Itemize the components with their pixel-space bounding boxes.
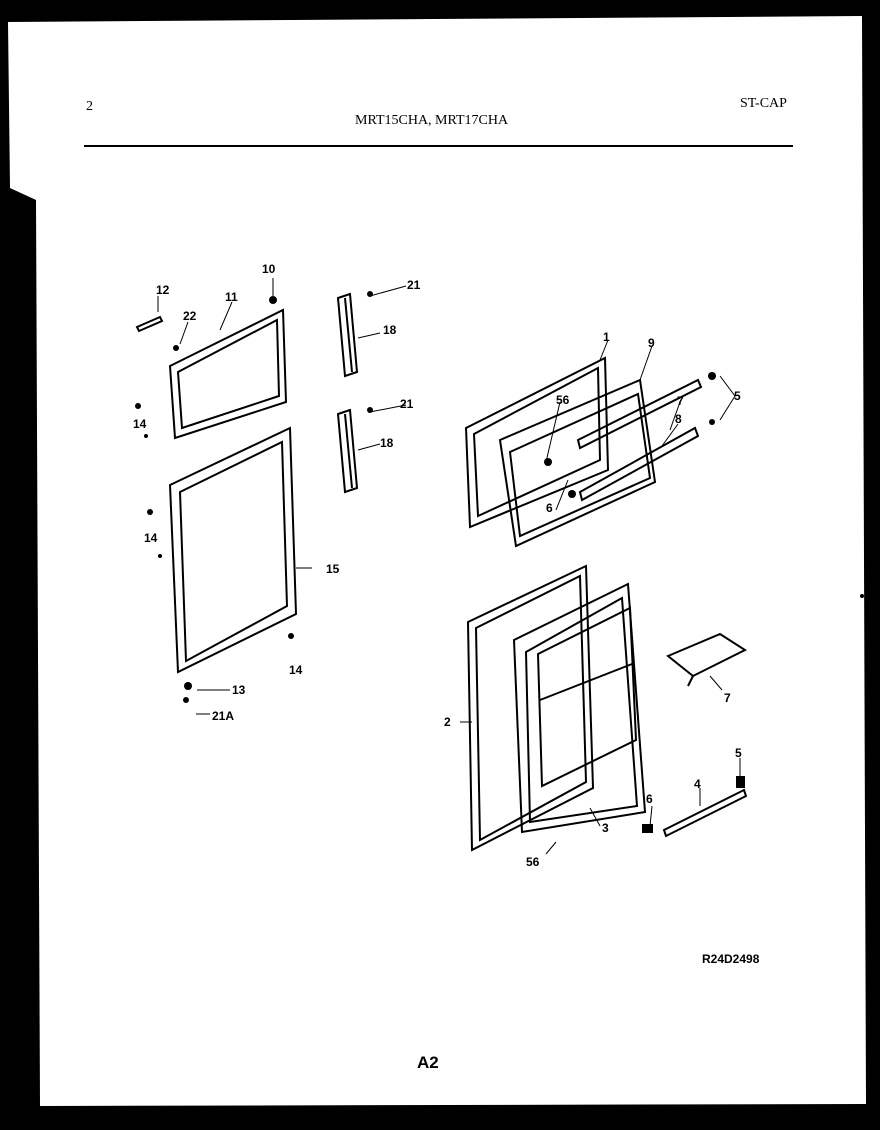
callout-4: 4 [694, 777, 701, 791]
diagram-reference: R24D2498 [702, 952, 760, 966]
handle-pin [135, 315, 164, 333]
callout-13: 13 [232, 683, 246, 697]
callout-1: 1 [603, 330, 610, 344]
callout-2: 2 [444, 715, 451, 729]
callout-5-top: 5 [734, 389, 741, 403]
callout-7-bot: 7 [724, 691, 731, 705]
callout-14-c: 14 [289, 663, 303, 677]
freezer-shelf-rail-bottom [578, 426, 700, 502]
callout-6-top: 6 [546, 501, 553, 515]
callout-9: 9 [648, 336, 655, 350]
section-code: ST-CAP [740, 96, 787, 111]
callout-21a: 21A [212, 709, 234, 723]
callout-56-bot: 56 [526, 855, 540, 869]
callout-14-a: 14 [133, 417, 147, 431]
leader-lines [157, 278, 741, 855]
callout-6-bot: 6 [646, 792, 653, 806]
freezer-door-panel [464, 356, 610, 529]
handle-bottom [336, 408, 359, 494]
handle-top [336, 292, 359, 378]
callout-56-top: 56 [556, 393, 570, 407]
callout-10: 10 [262, 262, 276, 276]
paper [8, 16, 866, 1106]
page-number: 2 [86, 99, 93, 114]
freezer-shelf-rail-top [576, 378, 703, 450]
callout-12: 12 [156, 283, 170, 297]
section-label: A2 [417, 1053, 439, 1072]
callout-21-top: 21 [407, 278, 421, 292]
callout-15: 15 [326, 562, 340, 576]
callout-7-top: 7 [677, 394, 684, 408]
callout-3: 3 [602, 821, 609, 835]
fresh-food-door-gasket [168, 426, 298, 674]
fresh-food-liner-inner [536, 606, 638, 788]
callout-14-b: 14 [144, 531, 158, 545]
callout-22: 22 [183, 309, 197, 323]
callout-11: 11 [225, 290, 238, 304]
model-numbers: MRT15CHA, MRT17CHA [355, 113, 509, 128]
callout-5-bot: 5 [735, 746, 742, 760]
callout-18-mid: 18 [380, 436, 394, 450]
fresh-food-door-panel [466, 564, 595, 852]
callout-18-top: 18 [383, 323, 397, 337]
callout-21-mid: 21 [400, 397, 414, 411]
door-shelf-bar [662, 788, 748, 838]
freezer-door-liner [498, 378, 657, 548]
dairy-door [666, 632, 748, 687]
callout-8-top: 8 [675, 412, 682, 426]
fresh-food-door-liner [512, 582, 647, 834]
freezer-door-gasket [168, 308, 288, 440]
